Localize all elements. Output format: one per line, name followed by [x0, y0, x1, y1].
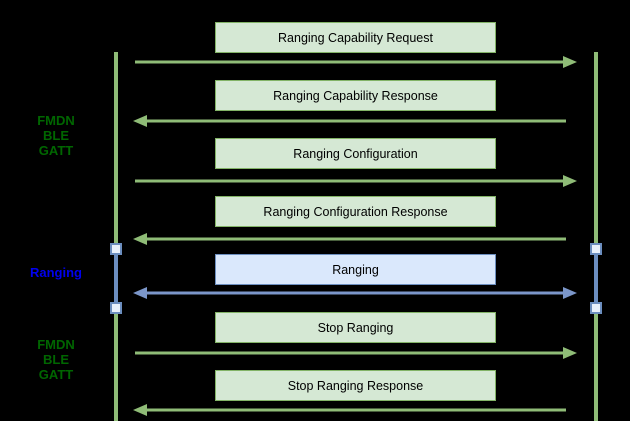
lifeline-right: [594, 52, 598, 421]
message-box-5: Stop Ranging: [215, 312, 496, 343]
label-line: FMDN: [37, 337, 75, 352]
lifeline-right-ranging-segment: [594, 249, 598, 309]
label-fmdn-ble-gatt-top: FMDN BLE GATT: [10, 113, 102, 158]
message-label: Ranging Capability Request: [278, 30, 433, 45]
message-arrow-5-right: [130, 345, 580, 361]
message-label: Ranging: [332, 262, 379, 277]
label-line: BLE: [43, 128, 69, 143]
message-box-6: Stop Ranging Response: [215, 370, 496, 401]
message-arrow-0-right: [130, 54, 580, 70]
lifeline-left: [114, 52, 118, 421]
lifeline-left-ranging-segment: [114, 249, 118, 309]
message-arrow-4-both: [130, 285, 580, 301]
message-label: Stop Ranging: [317, 320, 394, 335]
label-line: Ranging: [30, 265, 82, 280]
activation-marker-right-bottom: [590, 302, 602, 314]
activation-marker-left-top: [110, 243, 122, 255]
message-box-0: Ranging Capability Request: [215, 22, 496, 53]
message-label: Ranging Configuration: [293, 146, 418, 161]
message-label: Ranging Capability Response: [273, 88, 438, 103]
message-box-3: Ranging Configuration Response: [215, 196, 496, 227]
label-line: FMDN: [37, 113, 75, 128]
message-box-4: Ranging: [215, 254, 496, 285]
message-arrow-2-right: [130, 173, 580, 189]
label-line: BLE: [43, 352, 69, 367]
label-ranging: Ranging: [10, 265, 102, 280]
activation-marker-right-top: [590, 243, 602, 255]
message-arrow-6-left: [130, 402, 580, 418]
label-line: GATT: [38, 143, 74, 158]
message-box-1: Ranging Capability Response: [215, 80, 496, 111]
message-arrow-1-left: [130, 113, 580, 129]
message-box-2: Ranging Configuration: [215, 138, 496, 169]
message-label: Stop Ranging Response: [287, 378, 424, 393]
label-line: GATT: [38, 367, 74, 382]
activation-marker-left-bottom: [110, 302, 122, 314]
message-arrow-3-left: [130, 231, 580, 247]
label-fmdn-ble-gatt-bottom: FMDN BLE GATT: [10, 337, 102, 382]
message-label: Ranging Configuration Response: [263, 204, 448, 219]
